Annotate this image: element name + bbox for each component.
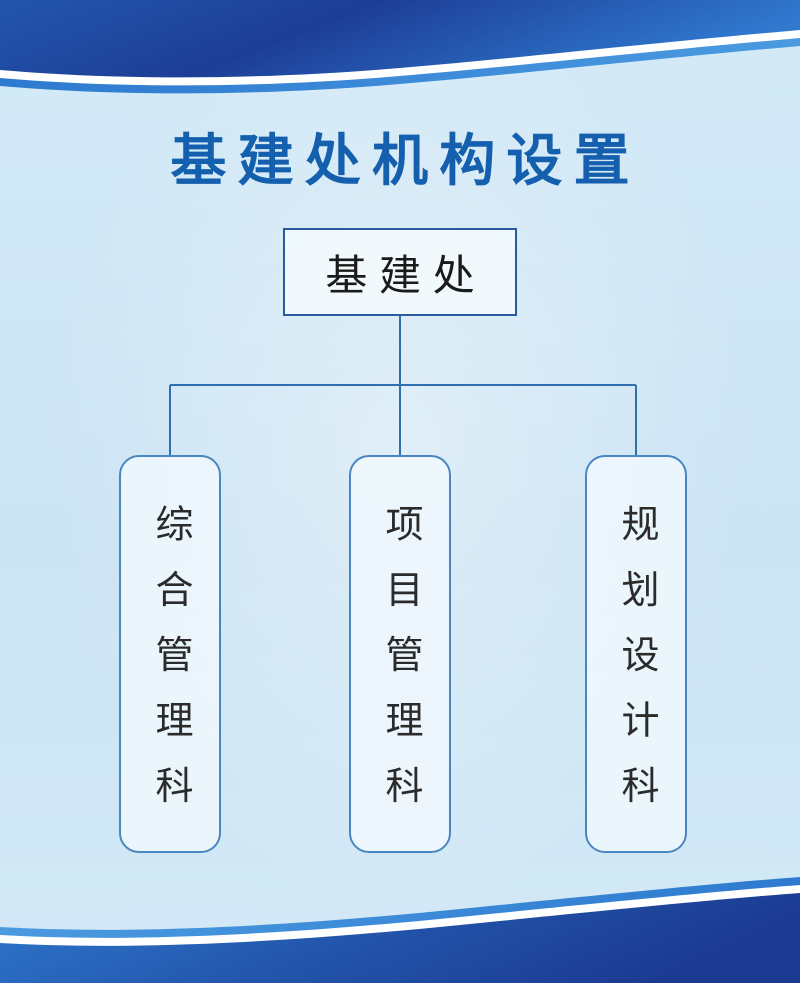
org-dept-box-project-management: 项目管理科: [349, 455, 451, 853]
org-dept-label-project-management: 项目管理科: [379, 504, 421, 832]
bottom-wave-main-band: [0, 893, 800, 983]
org-dept-box-comprehensive-management: 综合管理科: [119, 455, 221, 853]
org-root-label: 基 建 处: [325, 251, 475, 299]
org-dept-label-planning-design: 规划设计科: [615, 504, 657, 832]
top-wave-main-band: [0, 0, 800, 78]
page-title: 基建处机构设置: [170, 129, 641, 192]
org-dept-label-comprehensive-management: 综合管理科: [149, 504, 191, 832]
top-wave-decoration: [0, 0, 800, 94]
org-root-box: 基 建 处: [283, 228, 517, 316]
org-dept-box-planning-design: 规划设计科: [585, 455, 687, 853]
bottom-wave-decoration: [0, 877, 800, 983]
